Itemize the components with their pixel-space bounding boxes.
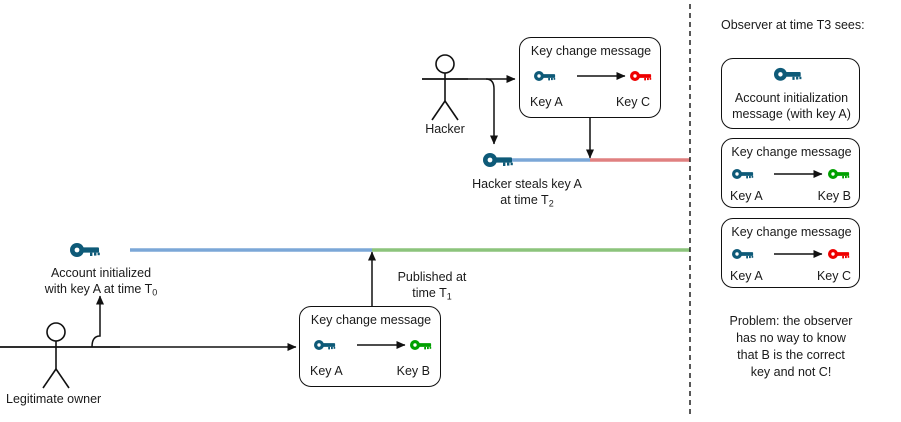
account-init-annotation: Account initialized with key A at time T… xyxy=(11,265,191,301)
owner-key-change-graphic xyxy=(314,340,432,350)
problem-line-4: key and not C! xyxy=(750,365,832,379)
hacker-box-from-label: Key A xyxy=(530,95,563,109)
owner-key-change-title: Key change message xyxy=(310,313,432,327)
hacker-label: Hacker xyxy=(425,122,465,136)
observer-init-line2: message (with key A) xyxy=(732,107,851,121)
key-a-icon xyxy=(314,340,336,350)
hacker-key-change-title: Key change message xyxy=(530,44,652,58)
observer-panel-title: Observer at time T3 sees: xyxy=(721,18,865,32)
observer-card-b-graphic xyxy=(732,169,850,179)
steal-time-sub: 2 xyxy=(548,198,554,209)
account-init-arrow xyxy=(91,295,104,348)
observer-card-b-from-label: Key A xyxy=(730,189,763,203)
observer-init-text: Account initialization message (with key… xyxy=(722,90,861,122)
owner-key-change-box: Key change message Key A Key B xyxy=(299,306,441,387)
published-time-sub: 1 xyxy=(446,291,452,302)
account-init-key-icon xyxy=(70,243,100,257)
published-annotation: Published at time T1 xyxy=(377,269,487,305)
observer-card-c-to-label: Key C xyxy=(816,269,851,283)
hacker-steal-arrow xyxy=(485,78,498,145)
published-line1: Published at xyxy=(397,270,467,284)
owner-box-from-label: Key A xyxy=(310,364,343,378)
init-time-sub: 0 xyxy=(152,287,158,298)
observer-card-key-change-b: Key change message Key A Key B xyxy=(721,138,860,208)
hacker-steals-line1: Hacker steals key A xyxy=(472,177,582,191)
observer-card-key-change-c: Key change message Key A Key C xyxy=(721,218,860,288)
observer-init-line1: Account initialization xyxy=(734,91,849,105)
observer-card-c-from-label: Key A xyxy=(730,269,763,283)
hacker-key-change-box: Key change message Key A Key C xyxy=(519,37,661,118)
problem-line-1: Problem: the observer xyxy=(729,314,853,328)
owner-label: Legitimate owner xyxy=(6,392,102,406)
owner-figure xyxy=(0,322,120,389)
key-b-icon xyxy=(828,169,850,179)
observer-card-b-title: Key change message xyxy=(731,145,852,159)
observer-init-key-graphic xyxy=(774,67,802,81)
hacker-steals-annotation: Hacker steals key A at time T2 xyxy=(437,176,617,212)
key-a-icon xyxy=(732,249,754,259)
key-a-icon xyxy=(732,169,754,179)
stolen-key-icon xyxy=(483,153,513,167)
published-time-text: time T xyxy=(412,286,447,300)
observer-card-c-graphic xyxy=(732,249,850,259)
owner-box-to-label: Key B xyxy=(396,364,430,378)
key-a-icon xyxy=(534,71,556,81)
steal-time-text: at time T xyxy=(500,193,549,207)
hacker-steals-line2: at time T2 xyxy=(437,192,617,212)
observer-card-account-init: Account initialization message (with key… xyxy=(721,58,860,129)
init-time-text: with key A at time T xyxy=(44,282,153,296)
problem-line-2: has no way to know xyxy=(736,331,846,345)
key-c-icon xyxy=(828,249,850,259)
key-c-icon xyxy=(630,71,652,81)
hacker-key-change-graphic xyxy=(534,71,652,81)
hacker-box-to-label: Key C xyxy=(615,95,650,109)
hacker-figure xyxy=(422,54,468,121)
problem-statement: Problem: the observer has no way to know… xyxy=(711,313,871,381)
problem-line-3: that B is the correct xyxy=(737,348,845,362)
key-b-icon xyxy=(410,340,432,350)
observer-card-b-to-label: Key B xyxy=(817,189,851,203)
account-init-line2: with key A at time T0 xyxy=(11,281,191,301)
key-a-icon xyxy=(774,67,802,81)
observer-card-c-title: Key change message xyxy=(731,225,852,239)
published-line2: time T1 xyxy=(377,285,487,305)
account-init-line1: Account initialized xyxy=(50,266,152,280)
